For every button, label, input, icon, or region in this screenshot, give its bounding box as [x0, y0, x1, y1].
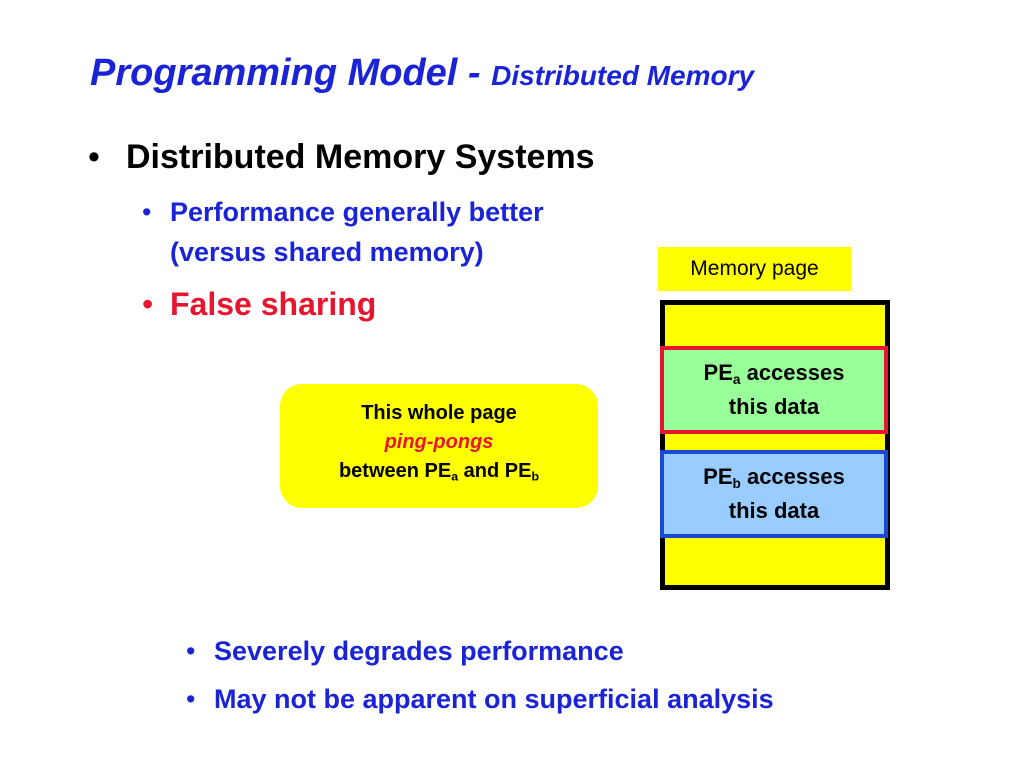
bullet-glyph: • [186, 684, 196, 714]
bullet-text: Performance generally better (versus sha… [170, 192, 544, 272]
region-a-line2: this data [728, 394, 820, 419]
bullet-text: Severely degrades performance [214, 636, 624, 666]
bullet-text-line2: (versus shared memory) [170, 237, 484, 267]
title-subtitle: Distributed Memory [491, 60, 755, 91]
memory-region-pe-a: PEa accesses this data [660, 346, 888, 434]
region-b-pe: PE [703, 464, 733, 489]
region-a-pe: PE [703, 360, 733, 385]
callout-sub-b: b [531, 469, 540, 484]
callout-and-pe-text: and PE [458, 460, 532, 482]
ping-pong-callout: This whole page ping-pongs between PEa a… [280, 384, 598, 508]
bullet-glyph: • [142, 286, 154, 322]
region-a-line1: PEa accesses [664, 356, 884, 390]
callout-line1: This whole page [361, 402, 517, 424]
callout-pe-text: between PE [338, 460, 452, 482]
title-main: Programming Model - [90, 52, 492, 94]
callout-sub-a: a [451, 469, 459, 484]
bullet-glyph: • [88, 138, 100, 176]
slide-title: Programming Model - Distributed Memory [90, 52, 754, 95]
bullet-severely-degrades: • Severely degrades performance [186, 636, 624, 667]
bullet-distributed-memory-systems: • Distributed Memory Systems [88, 138, 595, 177]
bullet-text-line1: Performance generally better [170, 197, 544, 227]
region-b-line1: PEb accesses [664, 460, 884, 494]
region-b-accesses: accesses [740, 464, 845, 489]
region-a-sub: a [732, 371, 741, 387]
bullet-not-apparent: • May not be apparent on superficial ana… [186, 684, 774, 715]
callout-line3: between PEa and PEb [280, 457, 598, 486]
bullet-false-sharing: • False sharing [142, 286, 376, 323]
region-a-accesses: accesses [740, 360, 845, 385]
memory-region-pe-b: PEb accesses this data [660, 450, 888, 538]
bullet-text: Distributed Memory Systems [126, 138, 595, 176]
bullet-glyph: • [142, 197, 152, 227]
bullet-glyph: • [186, 636, 196, 666]
callout-ping-pongs: ping-pongs [384, 431, 494, 453]
memory-page-label: Memory page [658, 247, 851, 291]
memory-page-block [660, 300, 890, 590]
bullet-text: May not be apparent on superficial analy… [214, 684, 774, 714]
region-b-line2: this data [728, 498, 820, 523]
bullet-text: False sharing [170, 286, 377, 322]
bullet-performance: • Performance generally better (versus s… [142, 192, 544, 272]
region-b-sub: b [732, 475, 741, 491]
